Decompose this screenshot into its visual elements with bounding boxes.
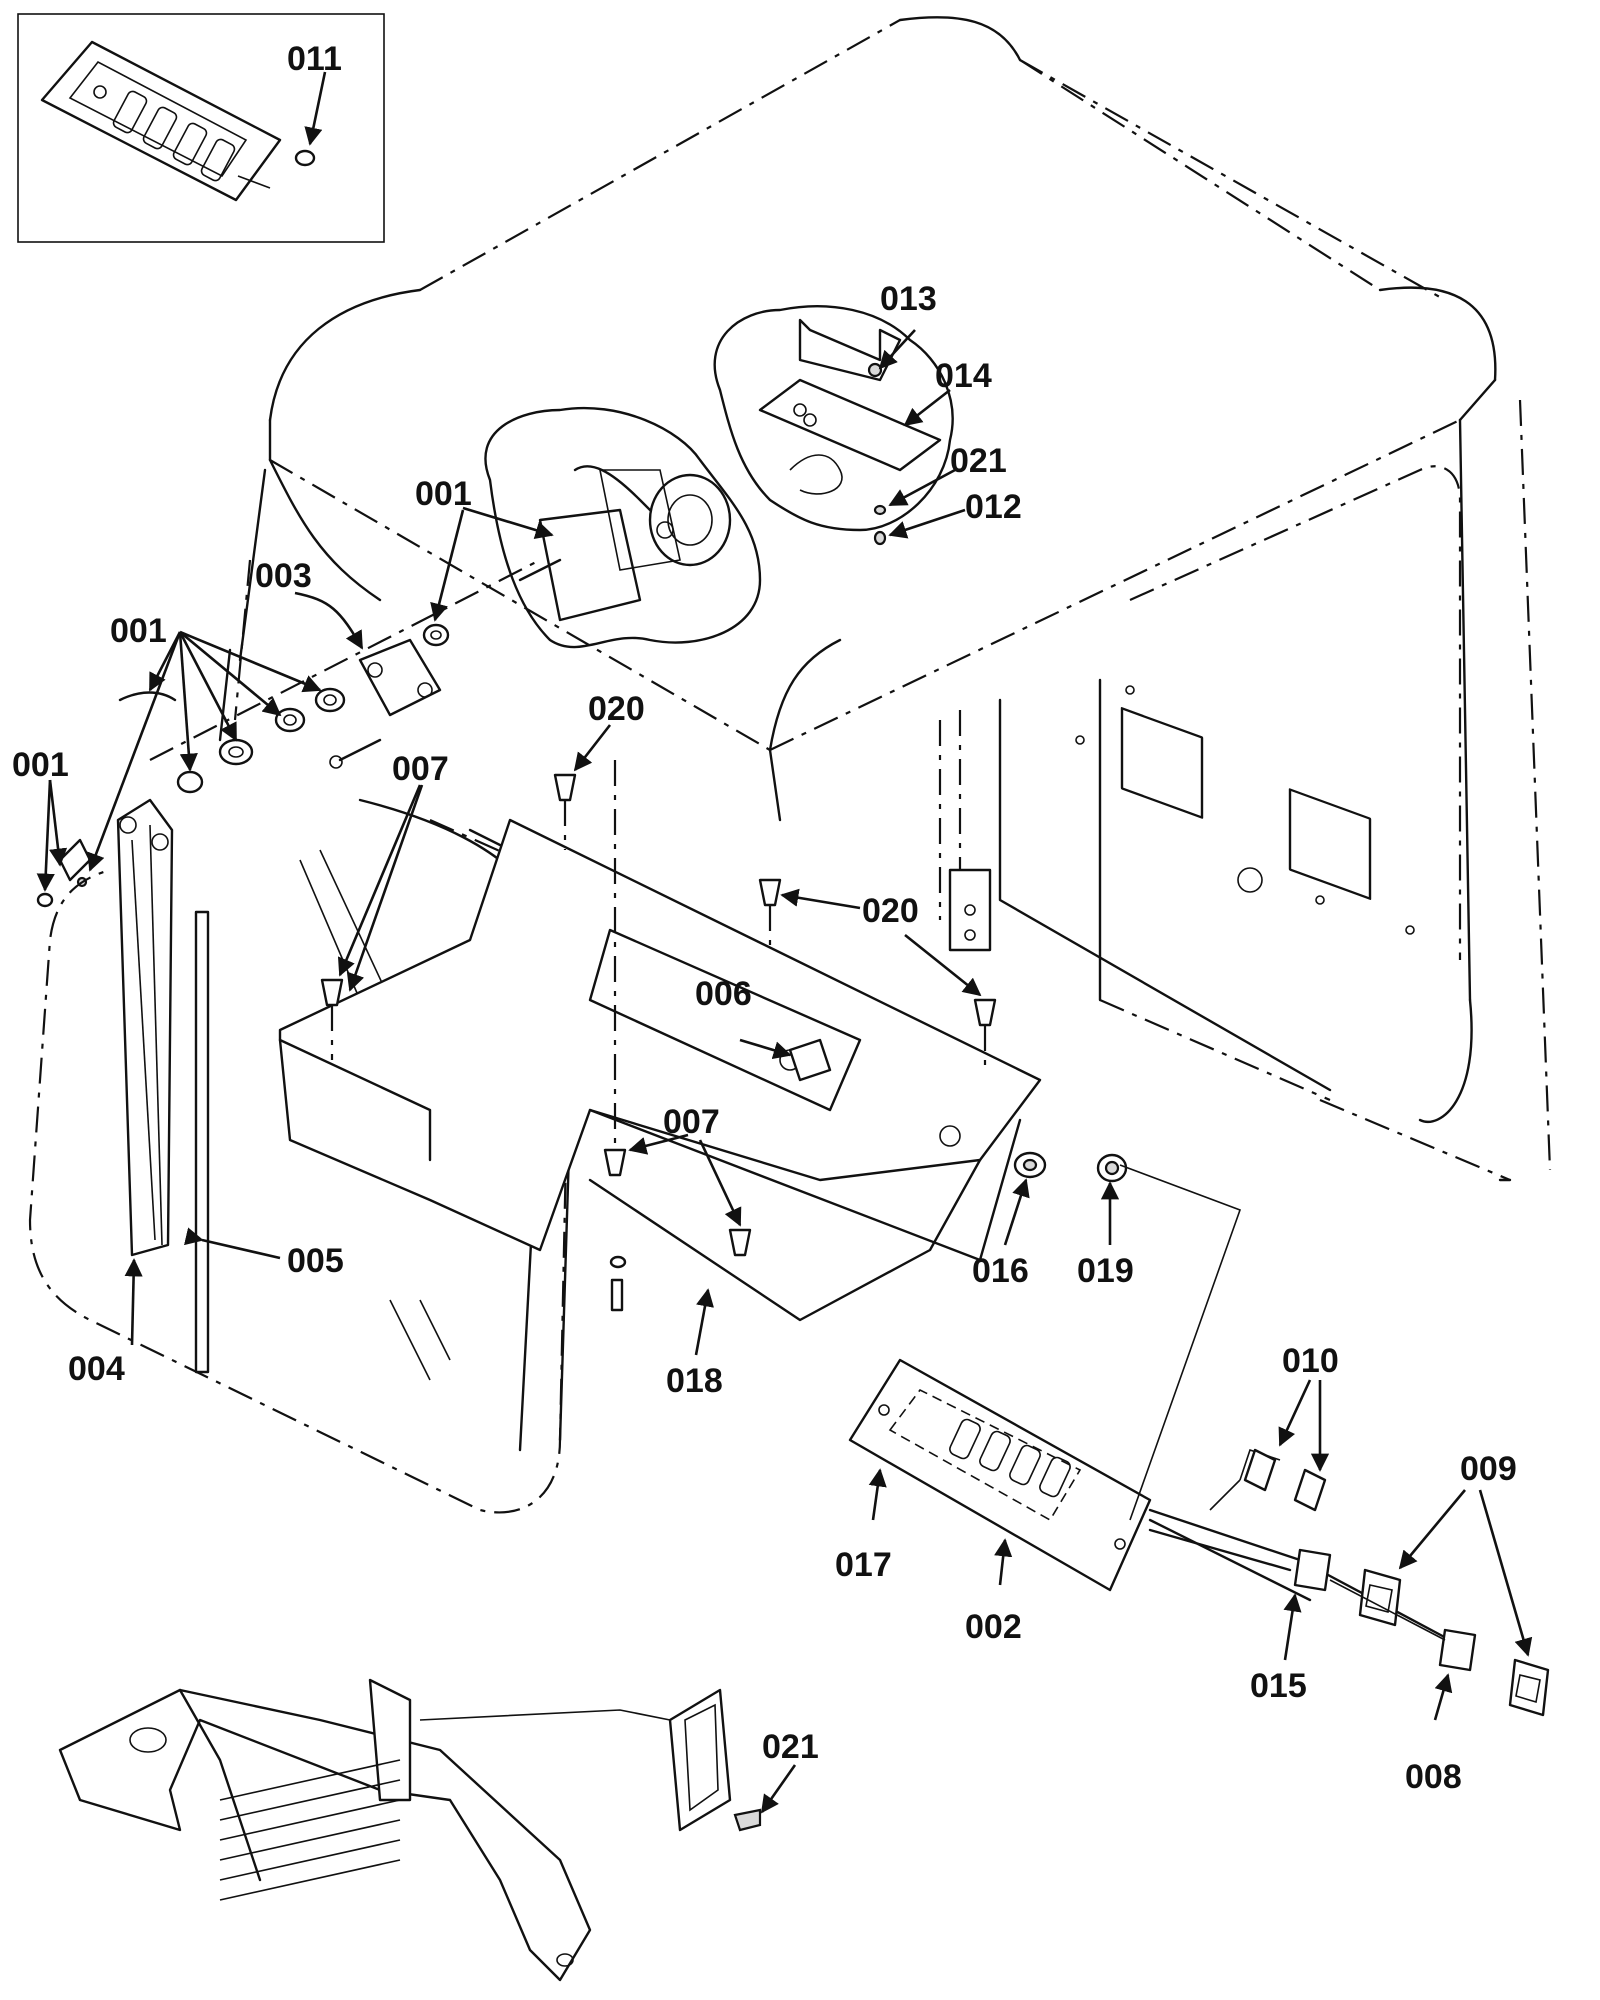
callout-021-top: 021 (950, 442, 1007, 480)
callout-001-mid: 001 (110, 612, 167, 650)
callout-016: 016 (972, 1252, 1029, 1290)
callout-015: 015 (1250, 1667, 1307, 1705)
callout-019: 019 (1077, 1252, 1134, 1290)
callout-020-left: 020 (588, 690, 645, 728)
callout-011: 011 (287, 40, 342, 78)
callout-004: 004 (68, 1350, 125, 1388)
callout-007-mid: 007 (663, 1103, 720, 1141)
callout-001-left: 001 (12, 746, 69, 784)
console-shelf (278, 818, 1042, 1322)
callout-002: 002 (965, 1608, 1022, 1646)
callout-003: 003 (255, 557, 312, 595)
callout-007-left: 007 (392, 750, 449, 788)
callout-020-right: 020 (862, 892, 919, 930)
lower-harness-detail (58, 1678, 762, 1982)
callout-001-top: 001 (415, 475, 472, 513)
switch-plate-detail (713, 305, 954, 546)
leader-lines (36, 329, 1533, 1814)
wiper-motor-detail (484, 406, 762, 649)
callout-021-bottom: 021 (762, 1728, 819, 1766)
callout-labels: 011 013 014 021 012 001 003 001 001 007 … (12, 40, 1517, 1796)
callout-012: 012 (965, 488, 1022, 526)
callout-009: 009 (1460, 1450, 1517, 1488)
wiper-arm-and-blade (116, 798, 210, 1374)
fasteners (320, 760, 1128, 1312)
callout-005: 005 (287, 1242, 344, 1280)
callout-017: 017 (835, 1546, 892, 1584)
display-panel (848, 1164, 1550, 1717)
callout-018: 018 (666, 1362, 723, 1400)
cab-canopy (233, 16, 1552, 1182)
callout-014: 014 (935, 357, 992, 395)
inset-detail-box (17, 13, 385, 243)
callout-008: 008 (1405, 1758, 1462, 1796)
nut-011 (294, 149, 316, 167)
callout-013: 013 (880, 280, 937, 318)
callout-010: 010 (1282, 1342, 1339, 1380)
callout-006: 006 (695, 975, 752, 1013)
wiper-pivot-assembly (36, 559, 541, 908)
